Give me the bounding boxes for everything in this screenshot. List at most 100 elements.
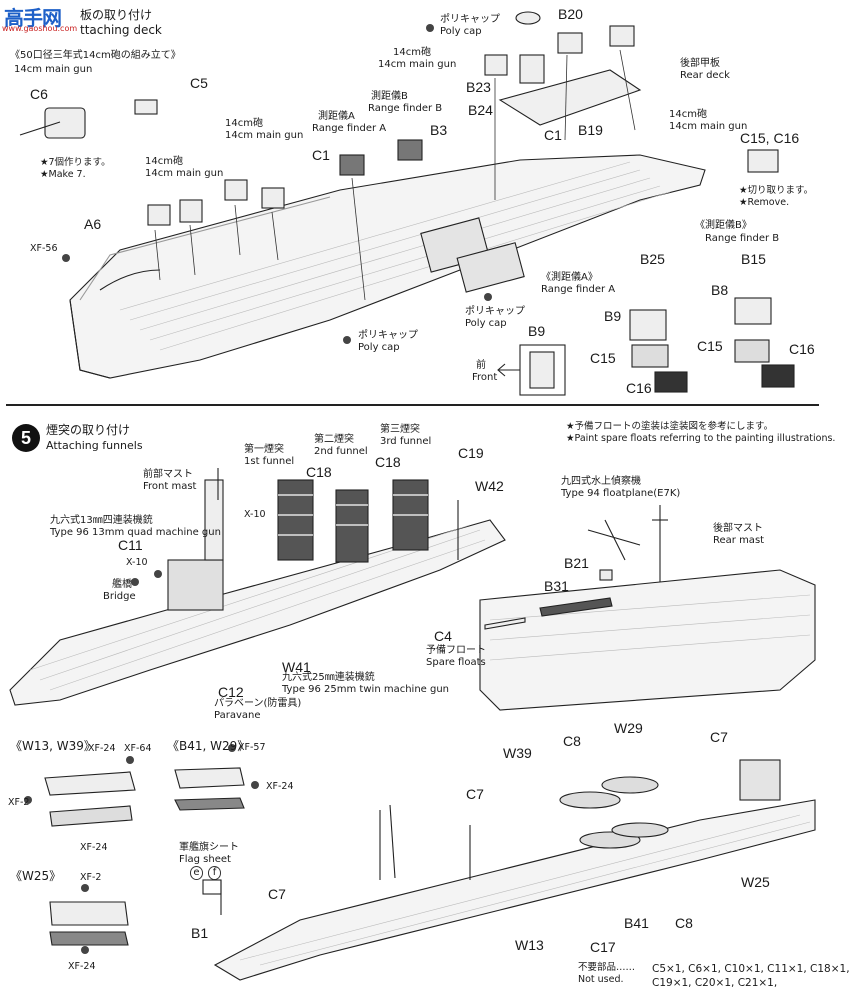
part-b9-front: B9 [528, 323, 546, 339]
gun14-jp-1: 14cm砲 [225, 118, 263, 129]
part-c1-b: C1 [544, 127, 562, 143]
part-c17: C17 [590, 939, 616, 955]
part-c8-a: C8 [563, 733, 581, 749]
part-b9: B9 [604, 308, 622, 324]
paint-xf2-b: XF-2 [80, 872, 102, 883]
rfA-en: Range finder A [312, 123, 387, 134]
part-b31: B31 [544, 578, 569, 594]
f3-en: 3rd funnel [380, 436, 432, 447]
remove-en: ★Remove. [739, 197, 790, 208]
part-b15: B15 [741, 251, 766, 267]
part-c12: C12 [218, 684, 244, 700]
gun14-jp-2: 14cm砲 [145, 156, 183, 167]
part-b3: B3 [430, 122, 448, 138]
f3-jp: 第三煙突 [380, 424, 420, 435]
b41-w29-title: 《B41, W29》 [167, 739, 250, 753]
paint-xf24-c: XF-24 [266, 781, 294, 792]
f2-en: 2nd funnel [314, 446, 368, 457]
polycap-en-1: Poly cap [440, 26, 482, 37]
part-w25: W25 [741, 874, 770, 890]
part-w39: W39 [503, 745, 532, 761]
part-w42: W42 [475, 478, 504, 494]
part-c16-a: C16 [626, 380, 652, 396]
w25-title: 《W25》 [10, 869, 62, 883]
rear-deck-jp: 後部甲板 [680, 58, 720, 69]
paint-xf24-d: XF-24 [68, 961, 96, 972]
paint-xf57: XF-57 [238, 742, 266, 753]
paint-xf56: XF-56 [30, 243, 58, 254]
mg25-jp: 九六式25㎜連装機銃 [282, 672, 375, 683]
rfB-title-en: Range finder B [705, 233, 780, 244]
part-b1: B1 [191, 925, 209, 941]
part-c15-c16: C15, C16 [740, 130, 800, 146]
logo-url: www.gaoshou.com [2, 24, 78, 33]
step5-title-jp: 煙突の取り付け [46, 423, 131, 437]
gun14-jp-3: 14cm砲 [393, 47, 431, 58]
mg13-en: Type 96 13mm quad machine gun [50, 527, 221, 538]
part-c8-b: C8 [675, 915, 693, 931]
flag-f: f [208, 866, 221, 880]
part-b20: B20 [558, 6, 583, 22]
floatplane-en: Type 94 floatplane(E7K) [561, 488, 681, 499]
part-c1-a: C1 [312, 147, 330, 163]
rfA-title-jp: 《測距儀A》 [541, 272, 598, 283]
f2-jp: 第二煙突 [314, 434, 354, 445]
make7-en: ★Make 7. [40, 169, 86, 180]
part-c15-a: C15 [590, 350, 616, 366]
logo-text: 高手网 [4, 6, 62, 30]
rear-mast-jp: 後部マスト [713, 523, 763, 534]
deck-header-jp: 板の取り付け [80, 8, 153, 22]
part-c11: C11 [118, 537, 143, 553]
spare-note-en: ★Paint spare floats referring to the pai… [566, 433, 836, 444]
part-b8: B8 [711, 282, 729, 298]
section-divider [6, 404, 819, 406]
flag-sheet-en: Flag sheet [179, 854, 231, 865]
ship-assembly-drawing [9, 11, 816, 981]
gun-title-jp: 《50口径三年式14cm砲の組み立て》 [10, 50, 181, 61]
floatplane-jp: 九四式水上偵察機 [561, 476, 641, 487]
gun14-jp-4: 14cm砲 [669, 109, 707, 120]
w13-w39-title: 《W13, W39》 [10, 739, 96, 753]
paravane-en: Paravane [214, 710, 261, 721]
part-b21: B21 [564, 555, 589, 571]
paint-xf24-b: XF-24 [80, 842, 108, 853]
part-c18-a: C18 [306, 464, 332, 480]
part-c18-b: C18 [375, 454, 401, 470]
part-c6: C6 [30, 86, 48, 102]
bridge-en: Bridge [103, 591, 136, 602]
paint-x10-a: X-10 [244, 509, 266, 520]
paint-xf2-a: XF-2 [8, 797, 30, 808]
spare-note-jp: ★予備フロートの塗装は塗装図を参考にします。 [566, 421, 774, 432]
f1-en: 1st funnel [244, 456, 295, 467]
make7-jp: ★7個作ります。 [40, 157, 111, 168]
rear-deck-en: Rear deck [680, 70, 730, 81]
part-c19: C19 [458, 445, 484, 461]
part-c15-b: C15 [697, 338, 723, 354]
step5-title-en: Attaching funnels [46, 439, 143, 452]
part-b24: B24 [468, 102, 493, 118]
part-c7-a: C7 [268, 886, 286, 902]
paravane-jp: パラベーン(防雷具) [214, 698, 302, 709]
spare-floats-en: Spare floats [426, 657, 486, 668]
not-used-list-1: C5×1, C6×1, C10×1, C11×1, C18×1, [652, 963, 850, 975]
part-w29: W29 [614, 720, 643, 736]
front-mast-jp: 前部マスト [143, 469, 193, 480]
step-number: 5 [12, 424, 40, 452]
part-c16-b: C16 [789, 341, 815, 357]
part-b25: B25 [640, 251, 665, 267]
gun14-en-2: 14cm main gun [145, 168, 224, 179]
rear-mast-en: Rear mast [713, 535, 765, 546]
front-jp: 前 [476, 360, 486, 371]
paint-xf64: XF-64 [124, 743, 152, 754]
paint-x10-b: X-10 [126, 557, 148, 568]
rfB-en: Range finder B [368, 103, 443, 114]
polycap-jp-1: ポリキャップ [440, 14, 500, 25]
part-w13: W13 [515, 937, 544, 953]
part-b23: B23 [466, 79, 491, 95]
part-b19: B19 [578, 122, 603, 138]
part-c7-b: C7 [466, 786, 484, 802]
gun14-en-3: 14cm main gun [378, 59, 457, 70]
not-used-en: Not used. [578, 974, 624, 985]
gun14-en-1: 14cm main gun [225, 130, 304, 141]
